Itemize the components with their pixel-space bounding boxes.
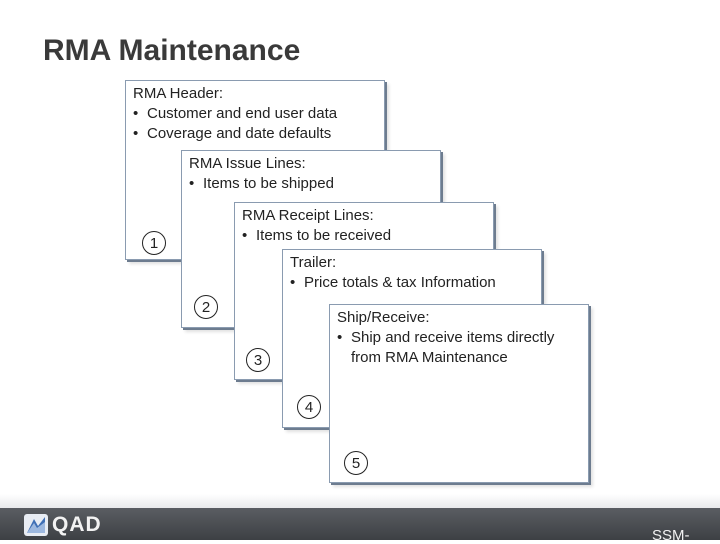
step-number-3: 3: [246, 348, 270, 372]
qad-logo-mark-icon: [24, 514, 48, 536]
bullet-list: Items to be shipped: [189, 174, 434, 194]
bullet-item: Price totals & tax Information: [290, 273, 535, 293]
card-heading: Trailer:: [290, 254, 337, 271]
qad-logo: QAD: [24, 513, 102, 536]
step-number-2: 2: [194, 295, 218, 319]
step-number-5: 5: [344, 451, 368, 475]
bullet-item: Items to be received: [242, 226, 487, 246]
step-number-4: 4: [297, 395, 321, 419]
bullet-item: Ship and receive items directly from RMA…: [337, 328, 582, 368]
bullet-item: Items to be shipped: [189, 174, 434, 194]
card-heading: Ship/Receive:: [337, 309, 430, 326]
page-title: RMA Maintenance: [43, 34, 301, 67]
card-heading: RMA Receipt Lines:: [242, 207, 374, 224]
bullet-item: Customer and end user data: [133, 104, 378, 124]
footer-code: SSM-: [652, 527, 690, 544]
bullet-list: Items to be received: [242, 226, 487, 246]
bullet-list: Price totals & tax Information: [290, 273, 535, 293]
bullet-list: Ship and receive items directly from RMA…: [337, 328, 582, 368]
bullet-item: Coverage and date defaults: [133, 124, 378, 144]
step-number-1: 1: [142, 231, 166, 255]
footer-fade: [0, 494, 720, 508]
footer-bar: [0, 508, 720, 540]
logo-text: QAD: [52, 513, 102, 536]
card-heading: RMA Header:: [133, 85, 224, 102]
card-ship-receive: Ship/Receive: Ship and receive items dir…: [329, 304, 589, 483]
card-heading: RMA Issue Lines:: [189, 155, 306, 172]
bullet-list: Customer and end user data Coverage and …: [133, 104, 378, 144]
